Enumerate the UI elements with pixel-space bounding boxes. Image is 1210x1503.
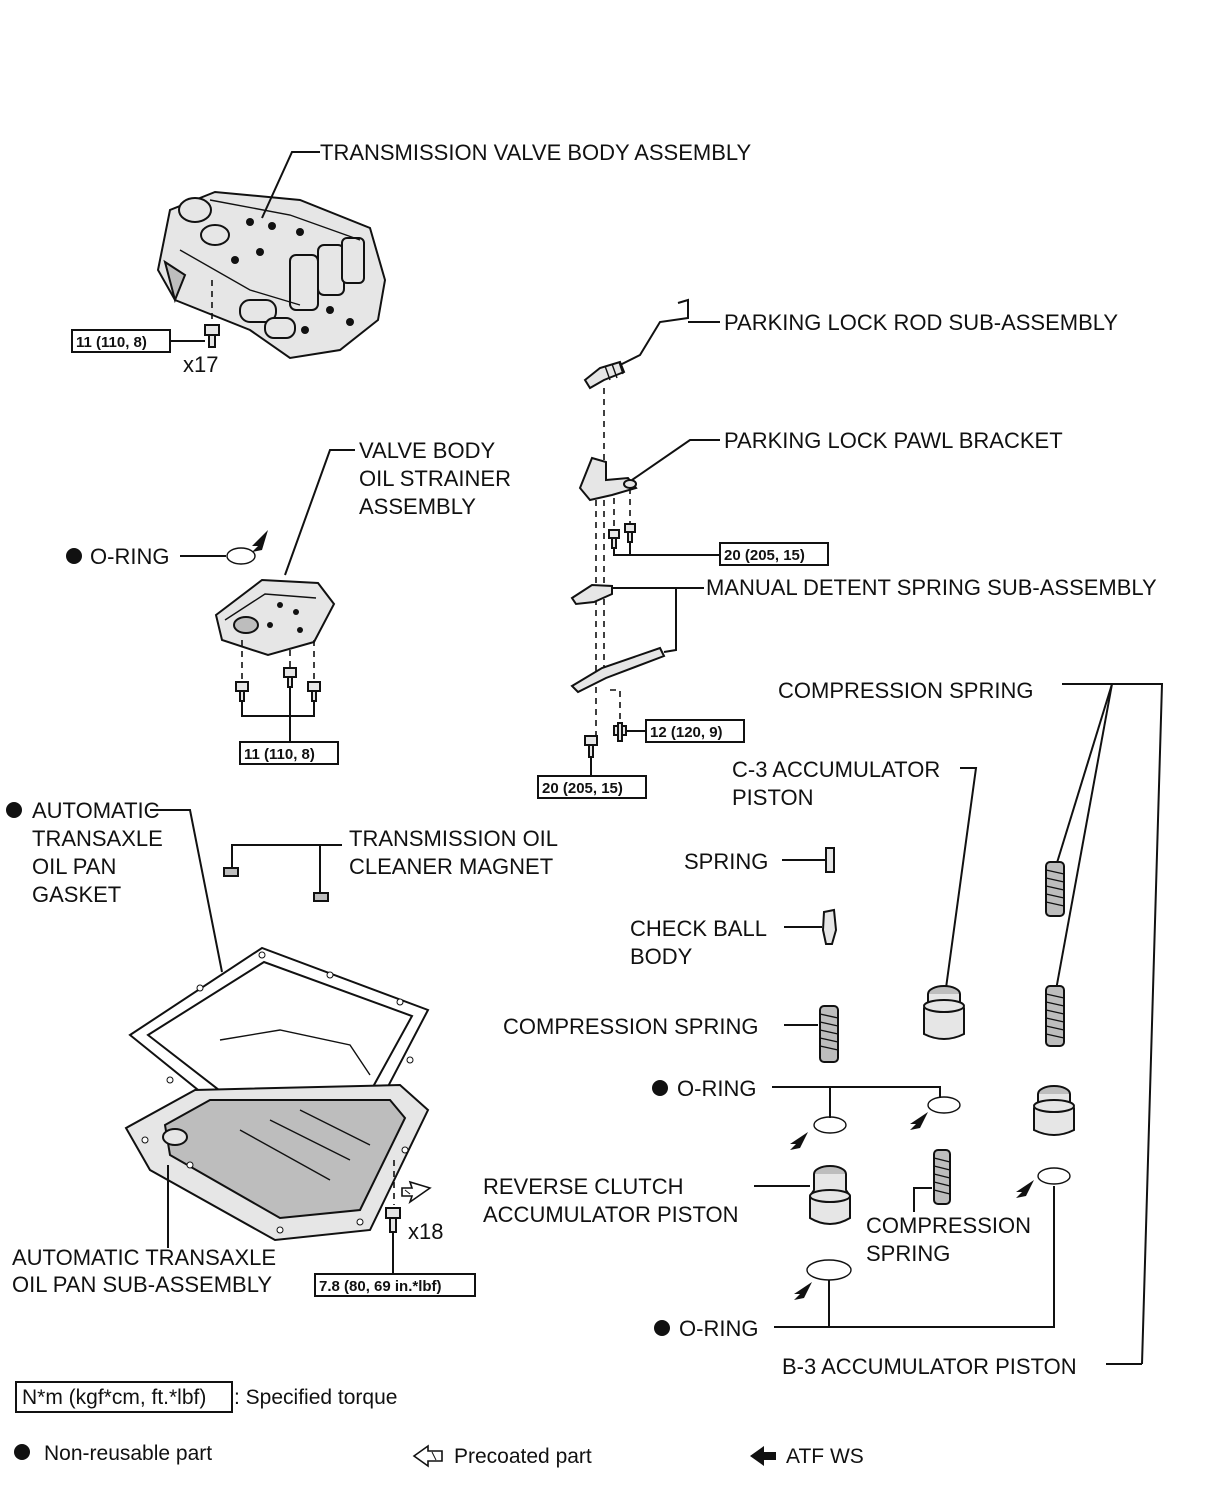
detent-spring-bolt [613, 722, 627, 742]
o-ring-label-3: O-RING [679, 1316, 758, 1341]
spring-center [819, 1005, 839, 1063]
valve-body-bolt [204, 324, 220, 348]
legend-torque-box [15, 1381, 233, 1413]
atf-arrow-icon [750, 1446, 776, 1466]
pawl-bracket-torque: 20 (205, 15) [724, 547, 805, 564]
oil-pan-drawing [124, 1029, 430, 1242]
valve-body-qty: x17 [183, 352, 218, 377]
o-ring-right [927, 1096, 961, 1114]
magnet-2 [313, 892, 329, 902]
b3-piston-label: B-3 ACCUMULATOR PISTON [782, 1354, 1077, 1379]
oil-pan-label-2: OIL PAN SUB-ASSEMBLY [12, 1272, 272, 1297]
precoated-arrow-icon [412, 1444, 443, 1468]
strainer-o-ring [226, 547, 256, 565]
spring-right-upper [1045, 861, 1065, 917]
compression-spring-label-3a: COMPRESSION [866, 1213, 1031, 1238]
gasket-label-3: OIL PAN [32, 854, 116, 879]
legend-torque-unit: N*m (kgf*cm, ft.*lbf) [22, 1386, 206, 1409]
magnet-label-1: TRANSMISSION OIL [349, 826, 558, 851]
spring-right-lower [1045, 985, 1065, 1047]
legend-atf: ATF WS [786, 1445, 864, 1468]
detent-torque: 12 (120, 9) [650, 724, 723, 741]
gasket-label-2: TRANSAXLE [32, 826, 163, 851]
compression-spring-label-3b: SPRING [866, 1241, 950, 1266]
detent-spring-label: MANUAL DETENT SPRING SUB-ASSEMBLY [706, 575, 1157, 600]
o-ring-b3 [1037, 1167, 1071, 1185]
oil-strainer-drawing [214, 578, 336, 657]
valve-body-drawing [156, 190, 387, 360]
atf-arrow-icon [790, 1132, 808, 1150]
o-ring-center [813, 1116, 847, 1134]
non-reusable-dot-icon [14, 1444, 30, 1460]
detent-lower-torque-box [537, 775, 647, 799]
check-ball-body [821, 908, 838, 945]
pawl-bracket-torque-box [719, 542, 829, 566]
atf-arrow-icon [252, 530, 268, 552]
compression-spring-label-1: COMPRESSION SPRING [778, 678, 1033, 703]
strainer-torque: 11 (110, 8) [244, 746, 315, 763]
gasket-label-4: GASKET [32, 882, 121, 907]
oil-pan-torque-box [314, 1273, 476, 1297]
check-ball-label-2: BODY [630, 944, 693, 969]
oil-pan-torque: 7.8 (80, 69 in.*lbf) [319, 1278, 442, 1295]
reverse-clutch-piston [809, 1165, 851, 1225]
magnet-1 [223, 867, 239, 877]
precoated-arrow-icon [401, 1180, 432, 1205]
legend-non-reusable: Non-reusable part [44, 1442, 212, 1465]
strainer-torque-box [239, 741, 339, 765]
o-ring-large [806, 1259, 852, 1281]
small-spring [825, 847, 835, 873]
atf-arrow-icon [910, 1112, 928, 1130]
reverse-piston-label-2: ACCUMULATOR PISTON [483, 1202, 738, 1227]
b3-accumulator-piston [1033, 1085, 1075, 1136]
strainer-label-2: OIL STRAINER [359, 466, 511, 491]
c3-accumulator-piston [923, 985, 965, 1040]
pawl-bracket-label: PARKING LOCK PAWL BRACKET [724, 428, 1063, 453]
strainer-o-ring-label: O-RING [90, 544, 169, 569]
detent-torque-box [645, 719, 745, 743]
non-reusable-dot-icon [6, 802, 22, 818]
non-reusable-dot-icon [66, 548, 82, 564]
strainer-bolts [235, 667, 321, 702]
legend-torque-text: : Specified torque [234, 1386, 397, 1409]
o-ring-label-2: O-RING [677, 1076, 756, 1101]
legend-precoated: Precoated part [454, 1445, 592, 1468]
oil-pan-bolt [385, 1207, 401, 1233]
spring-lower-center [933, 1149, 951, 1205]
pawl-bracket-drawing [578, 456, 638, 502]
strainer-label-1: VALVE BODY [359, 438, 495, 463]
oil-pan-qty: x18 [408, 1219, 443, 1244]
non-reusable-dot-icon [652, 1080, 668, 1096]
compression-spring-label-2: COMPRESSION SPRING [503, 1014, 758, 1039]
non-reusable-dot-icon [654, 1320, 670, 1336]
pawl-bracket-bolts [608, 523, 636, 549]
c3-piston-label-2: PISTON [732, 785, 814, 810]
c3-piston-label-1: C-3 ACCUMULATOR [732, 757, 940, 782]
atf-arrow-icon [794, 1282, 812, 1300]
strainer-label-3: ASSEMBLY [359, 494, 476, 519]
spring-label: SPRING [684, 849, 768, 874]
check-ball-label-1: CHECK BALL [630, 916, 767, 941]
atf-arrow-icon [1016, 1180, 1034, 1198]
magnet-label-2: CLEANER MAGNET [349, 854, 553, 879]
reverse-piston-label-1: REVERSE CLUTCH [483, 1174, 683, 1199]
gasket-label-1: AUTOMATIC [32, 798, 160, 823]
parking-lock-rod-drawing [583, 298, 689, 390]
detent-spring-drawing [570, 583, 666, 694]
valve-body-label: TRANSMISSION VALVE BODY ASSEMBLY [320, 140, 751, 165]
detent-lower-bolt [584, 735, 598, 758]
parking-rod-label: PARKING LOCK ROD SUB-ASSEMBLY [724, 310, 1118, 335]
valve-body-torque: 11 (110, 8) [76, 334, 147, 351]
detent-lower-torque: 20 (205, 15) [542, 780, 623, 797]
oil-pan-label-1: AUTOMATIC TRANSAXLE [12, 1245, 276, 1270]
